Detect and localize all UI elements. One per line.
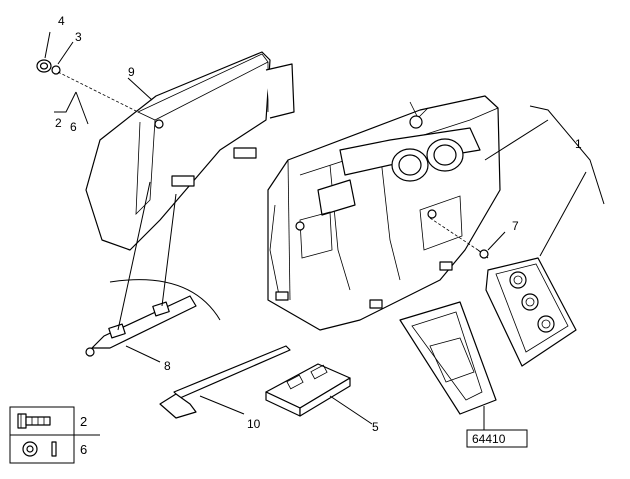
callout-3: 3 bbox=[75, 30, 82, 44]
reference-code: 64410 bbox=[472, 432, 506, 446]
callout-7: 7 bbox=[512, 219, 519, 233]
legend-qty-bolt: 2 bbox=[80, 414, 87, 429]
trim-bezel bbox=[399, 301, 497, 415]
callout-1: 1 bbox=[575, 137, 582, 151]
washer-icon bbox=[22, 441, 57, 457]
callout-bracket-2-6 bbox=[54, 91, 89, 125]
part-7-screw bbox=[429, 217, 506, 259]
callout-4: 4 bbox=[58, 14, 65, 28]
fastener-legend: 2 6 bbox=[9, 406, 100, 464]
callout-9: 9 bbox=[128, 65, 135, 79]
callout-5: 5 bbox=[372, 420, 379, 434]
bolt-icon bbox=[17, 413, 51, 429]
callout-2: 2 bbox=[55, 116, 62, 130]
part-9-duct-housing bbox=[85, 51, 295, 251]
nut-washer-parts bbox=[36, 31, 151, 119]
part-8-rail bbox=[85, 181, 221, 363]
reference-code-box: 64410 bbox=[466, 406, 528, 448]
callout-6: 6 bbox=[70, 120, 77, 134]
callout-10: 10 bbox=[247, 417, 261, 431]
legend-qty-washer: 6 bbox=[80, 442, 87, 457]
part-5-seal-pad bbox=[265, 363, 373, 425]
main-heater-box bbox=[267, 95, 501, 331]
part-1-control-panel bbox=[484, 105, 605, 367]
part-10-cable-tie bbox=[159, 345, 291, 419]
callout-8: 8 bbox=[164, 359, 171, 373]
